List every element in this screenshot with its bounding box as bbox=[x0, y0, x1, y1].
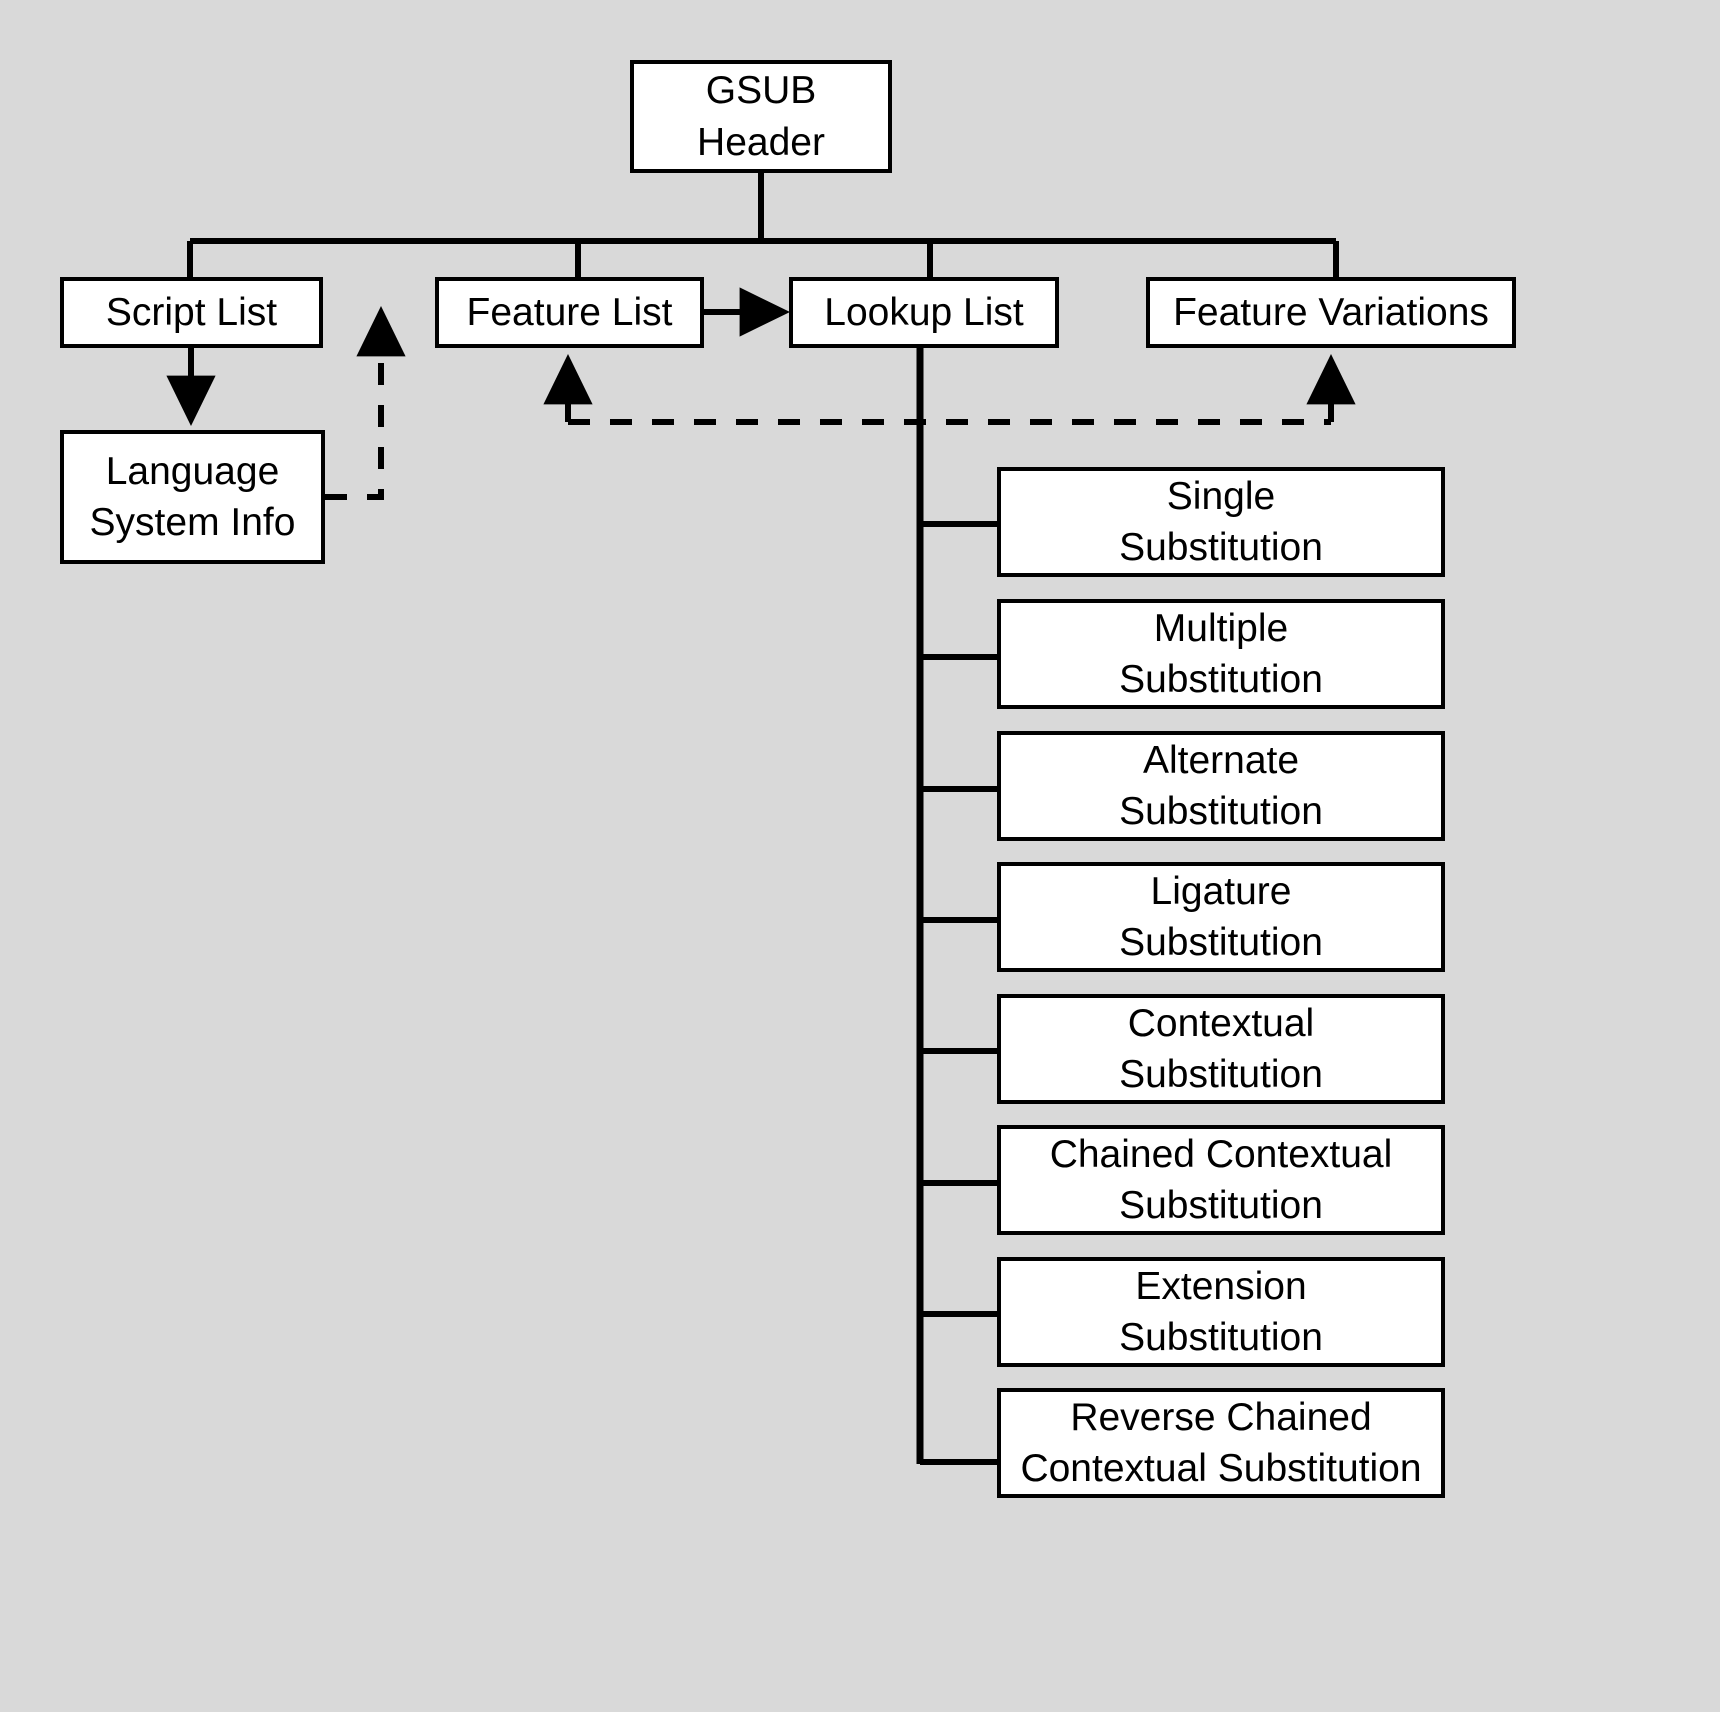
node-lookup-list[interactable]: Lookup List bbox=[789, 277, 1059, 348]
node-script-list-label: Script List bbox=[105, 290, 278, 334]
node-language-system-info-line2: System Info bbox=[89, 501, 296, 544]
lookup-type-line2: Substitution bbox=[1119, 658, 1323, 701]
lookup-type-line1: Multiple bbox=[1153, 606, 1289, 650]
node-lookup-type-alternate-substitution[interactable]: Alternate Substitution bbox=[997, 731, 1445, 841]
lookup-type-line2: Substitution bbox=[1119, 1184, 1323, 1227]
connector-dashed-feedback-bus bbox=[543, 354, 1356, 425]
node-gsub-header-line2: Header bbox=[697, 120, 825, 164]
node-language-system-info-line1: Language bbox=[105, 449, 280, 493]
node-lookup-type-chained-contextual-substitution[interactable]: Chained Contextual Substitution bbox=[997, 1125, 1445, 1235]
node-feature-variations-label: Feature Variations bbox=[1173, 290, 1489, 334]
lookup-type-line2: Substitution bbox=[1119, 921, 1323, 964]
node-lookup-type-extension-substitution[interactable]: Extension Substitution bbox=[997, 1257, 1445, 1367]
node-language-system-info[interactable]: Language System Info bbox=[60, 430, 325, 564]
connector-lookuplist-trunk bbox=[916, 348, 999, 1465]
lookup-type-line1: Chained Contextual bbox=[1049, 1132, 1393, 1176]
lookup-type-line2: Substitution bbox=[1119, 1316, 1323, 1359]
connector-header-to-bar bbox=[187, 173, 1339, 280]
node-feature-list-label: Feature List bbox=[466, 290, 673, 334]
node-lookup-type-multiple-substitution[interactable]: Multiple Substitution bbox=[997, 599, 1445, 709]
lookup-type-line1: Extension bbox=[1135, 1264, 1307, 1308]
lookup-type-line1: Ligature bbox=[1150, 869, 1292, 913]
lookup-type-line1: Contextual bbox=[1127, 1001, 1315, 1045]
lookup-type-line1: Reverse Chained bbox=[1070, 1395, 1372, 1439]
connector-langsys-to-featurelist-dashed bbox=[325, 306, 406, 500]
lookup-type-line2: Substitution bbox=[1119, 526, 1323, 569]
node-script-list[interactable]: Script List bbox=[60, 277, 323, 348]
node-feature-list[interactable]: Feature List bbox=[435, 277, 704, 348]
lookup-type-line1: Single bbox=[1166, 474, 1276, 518]
lookup-type-line2: Substitution bbox=[1119, 790, 1323, 833]
node-feature-variations[interactable]: Feature Variations bbox=[1146, 277, 1516, 348]
node-lookup-type-single-substitution[interactable]: Single Substitution bbox=[997, 467, 1445, 577]
lookup-type-line2: Substitution bbox=[1119, 1053, 1323, 1096]
lookup-type-line2: Contextual Substitution bbox=[1020, 1447, 1422, 1490]
node-gsub-header-line1: GSUB bbox=[705, 69, 817, 113]
node-lookup-type-reverse-chained-contextual-substitution[interactable]: Reverse Chained Contextual Substitution bbox=[997, 1388, 1445, 1498]
lookup-type-line1: Alternate bbox=[1142, 738, 1300, 782]
node-lookup-type-ligature-substitution[interactable]: Ligature Substitution bbox=[997, 862, 1445, 972]
node-lookup-type-contextual-substitution[interactable]: Contextual Substitution bbox=[997, 994, 1445, 1104]
node-gsub-header[interactable]: GSUB Header bbox=[630, 60, 892, 173]
node-lookup-list-label: Lookup List bbox=[824, 290, 1024, 334]
